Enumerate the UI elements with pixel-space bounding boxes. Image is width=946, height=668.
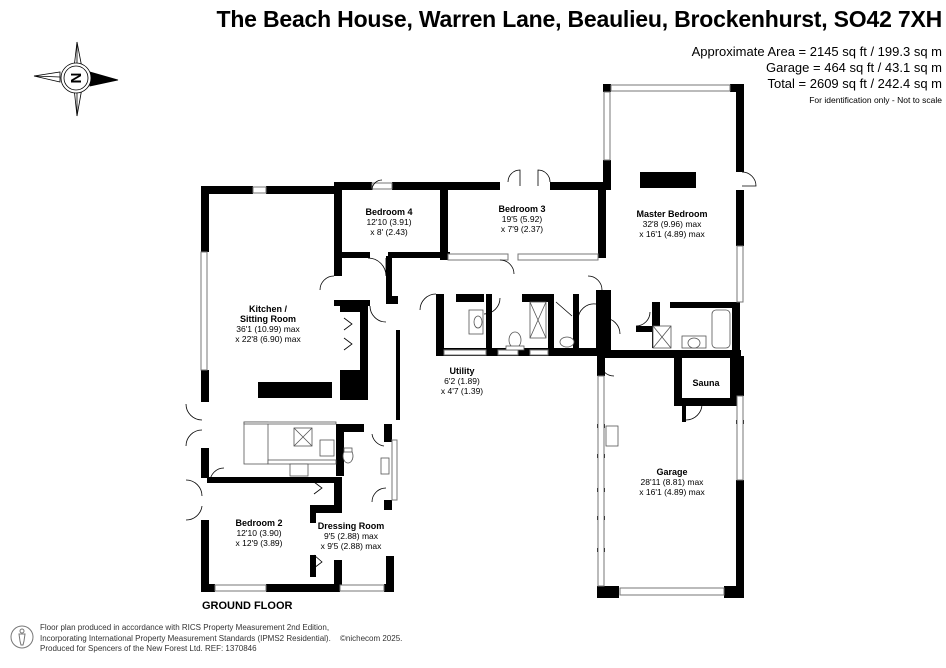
walls [201,84,744,598]
room-master-bedroom: Master Bedroom 32'8 (9.96) max x 16'1 (4… [636,209,708,239]
floor-label: GROUND FLOOR [202,600,293,612]
copyright: ©nichecom 2025. [340,633,403,643]
compass-rose-icon: N [33,41,119,117]
door-swings [185,169,757,569]
total-area: Total = 2609 sq ft / 242.4 sq m [767,76,942,91]
room-sauna: Sauna [692,378,720,388]
room-dressing-room: Dressing Room 9'5 (2.88) max x 9'5 (2.88… [317,521,385,551]
windows [200,84,744,596]
room-kitchen-sitting: Kitchen / Sitting Room 36'1 (10.99) max … [235,304,301,344]
area-summary: Approximate Area = 2145 sq ft / 199.3 sq… [692,44,942,108]
footer-line-3: Produced for Spencers of the New Forest … [40,644,257,653]
fixtures [243,301,731,477]
room-bedroom-4: Bedroom 4 12'10 (3.91) x 8' (2.43) [365,207,413,237]
compass-letter: N [67,73,84,84]
room-bedroom-2: Bedroom 2 12'10 (3.90) x 12'9 (3.89) [235,518,283,548]
disclaimer: For identification only - Not to scale [809,95,942,105]
footer-line-1: Floor plan produced in accordance with R… [40,623,330,632]
footer-line-2: Incorporating International Property Mea… [40,633,331,643]
room-utility: Utility 6'2 (1.89) x 4'7 (1.39) [440,366,484,396]
person-scale-icon [10,625,34,649]
property-title: The Beach House, Warren Lane, Beaulieu, … [216,6,942,32]
room-garage: Garage 28'11 (8.81) max x 16'1 (4.89) ma… [639,467,705,497]
room-bedroom-3: Bedroom 3 19'5 (5.92) x 7'9 (2.37) [498,204,546,234]
garage-area: Garage = 464 sq ft / 43.1 sq m [766,60,942,75]
approximate-area: Approximate Area = 2145 sq ft / 199.3 sq… [691,44,942,59]
footer-notes: Floor plan produced in accordance with R… [40,623,402,655]
